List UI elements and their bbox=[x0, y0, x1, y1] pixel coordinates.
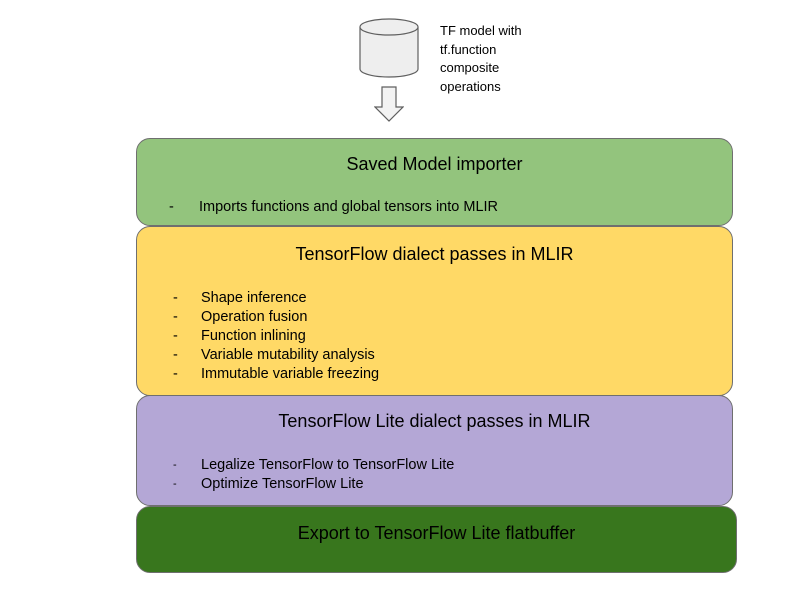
bullet-marker: - bbox=[169, 199, 174, 215]
list-item: - Immutable variable freezing bbox=[173, 365, 379, 384]
list-item: - Function inlining bbox=[173, 327, 379, 346]
bullet-marker: - bbox=[173, 459, 177, 471]
list-item: - Optimize TensorFlow Lite bbox=[173, 475, 454, 494]
list-item: - Operation fusion bbox=[173, 308, 379, 327]
bullet-marker: - bbox=[173, 328, 178, 344]
stage-bullet-list: - Imports functions and global tensors i… bbox=[169, 198, 498, 217]
stage-title: TensorFlow Lite dialect passes in MLIR bbox=[278, 411, 591, 431]
caption-line-2: tf.function bbox=[440, 41, 497, 57]
database-cylinder-icon bbox=[359, 18, 419, 78]
bullet-marker: - bbox=[173, 478, 177, 490]
list-item-text: Imports functions and global tensors int… bbox=[199, 199, 499, 215]
hollow-down-arrow-icon bbox=[374, 86, 404, 122]
stage-bullet-list: - Legalize TensorFlow to TensorFlow Lite… bbox=[173, 456, 454, 494]
list-item-text: Immutable variable freezing bbox=[201, 366, 380, 382]
bullet-marker: - bbox=[173, 309, 178, 325]
stage-title: Saved Model importer bbox=[346, 154, 523, 174]
list-item-text: Operation fusion bbox=[201, 309, 308, 325]
stage-export-flatbuffer: Export to TensorFlow Lite flatbuffer bbox=[136, 506, 737, 573]
list-item: - Imports functions and global tensors i… bbox=[169, 198, 498, 217]
list-item: - Legalize TensorFlow to TensorFlow Lite bbox=[173, 456, 454, 475]
list-item-text: Shape inference bbox=[201, 290, 307, 306]
list-item-text: Function inlining bbox=[201, 328, 306, 344]
list-item-text: Variable mutability analysis bbox=[201, 347, 375, 363]
bullet-marker: - bbox=[173, 290, 178, 306]
stage-title: Export to TensorFlow Lite flatbuffer bbox=[297, 523, 576, 543]
list-item: - Shape inference bbox=[173, 289, 379, 308]
stage-saved-model-importer: Saved Model importer - Imports functions… bbox=[136, 138, 733, 226]
list-item-text: Legalize TensorFlow to TensorFlow Lite bbox=[201, 457, 455, 473]
caption-line-4: operations bbox=[440, 78, 501, 94]
caption-line-3: composite bbox=[440, 60, 500, 75]
list-item: - Variable mutability analysis bbox=[173, 346, 379, 365]
bullet-marker: - bbox=[173, 347, 178, 363]
source-model-caption: TF model with tf.function composite oper… bbox=[440, 22, 570, 96]
stage-title: TensorFlow dialect passes in MLIR bbox=[295, 244, 574, 264]
caption-line-1: TF model with bbox=[440, 23, 522, 38]
bullet-marker: - bbox=[173, 366, 178, 382]
stage-tensorflow-lite-dialect-passes: TensorFlow Lite dialect passes in MLIR -… bbox=[136, 395, 733, 506]
list-item-text: Optimize TensorFlow Lite bbox=[201, 476, 364, 492]
stage-tensorflow-dialect-passes: TensorFlow dialect passes in MLIR - Shap… bbox=[136, 226, 733, 396]
stage-bullet-list: - Shape inference - Operation fusion - F… bbox=[173, 289, 379, 384]
